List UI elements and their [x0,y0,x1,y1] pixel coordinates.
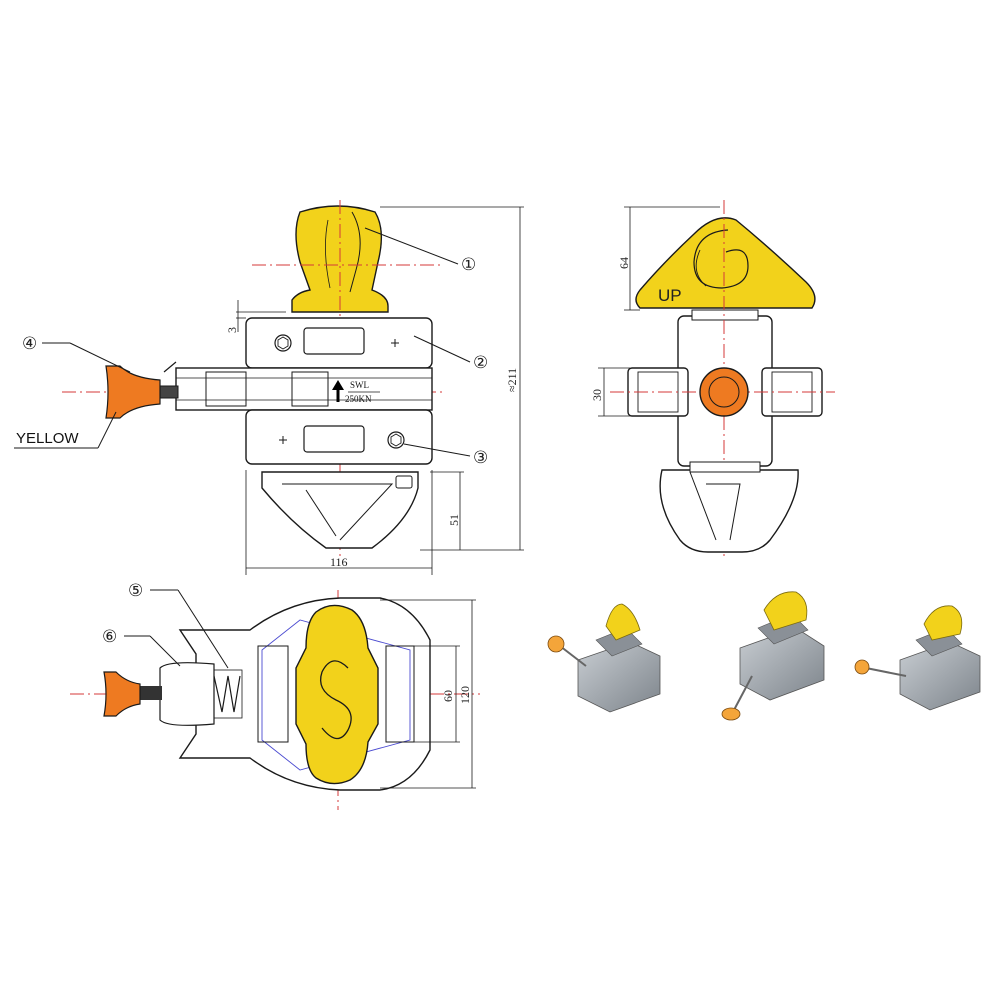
front-view: SWL 250KN 3 ≈211 51 [14,200,524,575]
swirl-mark-icon [693,229,749,289]
plan-handle-stem [138,686,162,700]
render-1 [547,603,661,713]
render-3 [854,605,981,711]
hex-bolt-icon [387,431,405,449]
callout-4: ④ [22,334,37,353]
callout-2: ② [473,353,488,372]
front-shaft [175,367,433,411]
swl-label: SWL [350,380,369,390]
side-view: UP 64 30 [590,200,835,560]
dim-width: 116 [330,555,348,569]
dim-total-height: ≈211 [505,368,519,392]
plus-mark-icon [279,436,287,444]
front-handle-stem [159,385,179,399]
side-cone [635,217,816,309]
plan-view: 120 60 ⑤ ⑥ [70,581,480,810]
up-arrow-icon [332,380,344,402]
side-bottom-cone [659,469,799,553]
dim-plan-outer: 120 [458,686,472,704]
dim-top-gap: 3 [225,327,239,333]
front-bottom-cone [261,471,419,549]
load-rating-label: 250KN [345,394,372,404]
plan-handle-housing [159,662,215,726]
spring-icon [213,669,243,719]
hex-bolt-icon [274,334,292,352]
dim-cone-height: 64 [617,257,631,269]
plus-mark-icon [391,339,399,347]
callout-5: ⑤ [128,581,143,600]
yellow-label: YELLOW [16,430,79,447]
dim-plan-inner: 60 [441,690,455,702]
plan-yellow-cam [295,604,379,785]
plan-handle-knob [103,671,141,717]
callout-3: ③ [473,448,488,467]
callout-1: ① [461,255,476,274]
up-marking: UP [658,286,682,305]
callout-6: ⑥ [102,627,117,646]
dim-lower-height: 51 [447,514,461,526]
front-handle-knob [105,365,161,419]
dim-shaft-width: 30 [590,389,604,401]
render-2 [721,591,825,721]
